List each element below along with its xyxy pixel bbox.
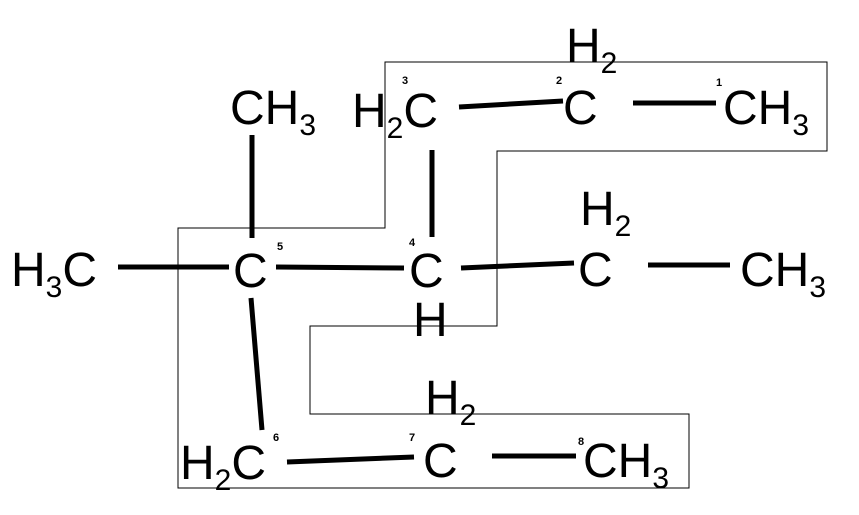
atom-c7-hydrogens: H2	[425, 372, 476, 432]
atom-c1: CH3	[723, 82, 809, 142]
bond-c2-c3	[458, 98, 564, 110]
locant-6: 6	[273, 432, 279, 444]
locant-2: 2	[556, 75, 562, 87]
locant-3: 3	[402, 75, 408, 87]
locant-8: 8	[578, 436, 584, 448]
locant-4: 4	[409, 237, 416, 249]
atom-c6: H2C	[180, 437, 266, 497]
bond-c5-c4	[275, 264, 405, 271]
atom-c7: C	[423, 435, 458, 488]
atom-c2: C	[563, 82, 598, 135]
locant-7: 7	[409, 432, 415, 444]
atom-ethyl-ch3: CH3	[740, 244, 826, 304]
atom-c4-hydrogen: H	[413, 294, 448, 347]
atom-c5: C	[233, 245, 268, 298]
atom-ethyl-hydrogens: H2	[580, 183, 631, 243]
atom-labels: CH3 C H2 H2C CH3 H3C C C H C H2 CH3 H2C …	[11, 20, 826, 497]
main-chain-outline	[177, 61, 828, 489]
locant-5: 5	[277, 241, 283, 253]
atom-ch3-top: CH3	[230, 82, 316, 142]
bond-c4-ethyl	[460, 260, 575, 271]
atom-h3c-left: H3C	[11, 244, 97, 304]
atom-c3: H2C	[352, 85, 438, 145]
atom-c2-hydrogens: H2	[566, 20, 617, 80]
atom-c8: CH3	[583, 435, 669, 495]
locant-1: 1	[716, 77, 722, 89]
bond-c6-c7	[286, 454, 415, 465]
bonds	[118, 98, 730, 465]
locant-numbers: 1 2 3 4 5 6 7 8	[273, 75, 722, 448]
atom-ethyl-c: C	[578, 244, 613, 297]
atom-c4: C	[409, 245, 444, 298]
bond-c5-c6	[248, 297, 265, 431]
